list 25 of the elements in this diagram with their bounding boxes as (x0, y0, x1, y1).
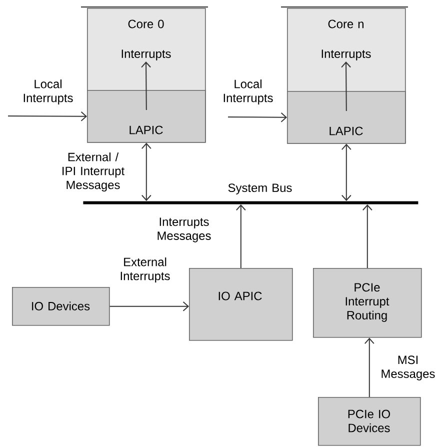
arrow (141, 62, 152, 110)
edge-label: Local Interrupts (24, 79, 73, 105)
edge-label: MSI Messages (382, 356, 435, 380)
device-box: PCIe IO Devices (318, 397, 421, 446)
lapic-box: LAPIC (287, 91, 406, 144)
arrow (109, 301, 189, 312)
arrow (364, 338, 374, 398)
arrow (236, 204, 246, 268)
edge-label: External / IPI Interrupt Messages (62, 152, 124, 192)
device-box: IO APIC (189, 268, 293, 341)
edge-label: Local Interrupts (224, 79, 273, 105)
lapic-box: LAPIC (87, 90, 206, 143)
edge-label: Interrupts Messages (158, 218, 211, 242)
interrupts-text: Interrupts (322, 50, 371, 60)
arrow (341, 144, 352, 201)
arrow (8, 111, 87, 122)
node-label: System Bus (228, 184, 292, 194)
device-box: PCIe Interrupt Routing (313, 268, 422, 338)
edge-label: External Interrupts (120, 257, 170, 283)
device-box: IO Devices (12, 287, 110, 326)
arrow (228, 112, 287, 122)
arrow (362, 204, 372, 268)
arrow (341, 62, 352, 112)
interrupts-text: Interrupts (122, 50, 171, 60)
arrow (141, 142, 152, 201)
